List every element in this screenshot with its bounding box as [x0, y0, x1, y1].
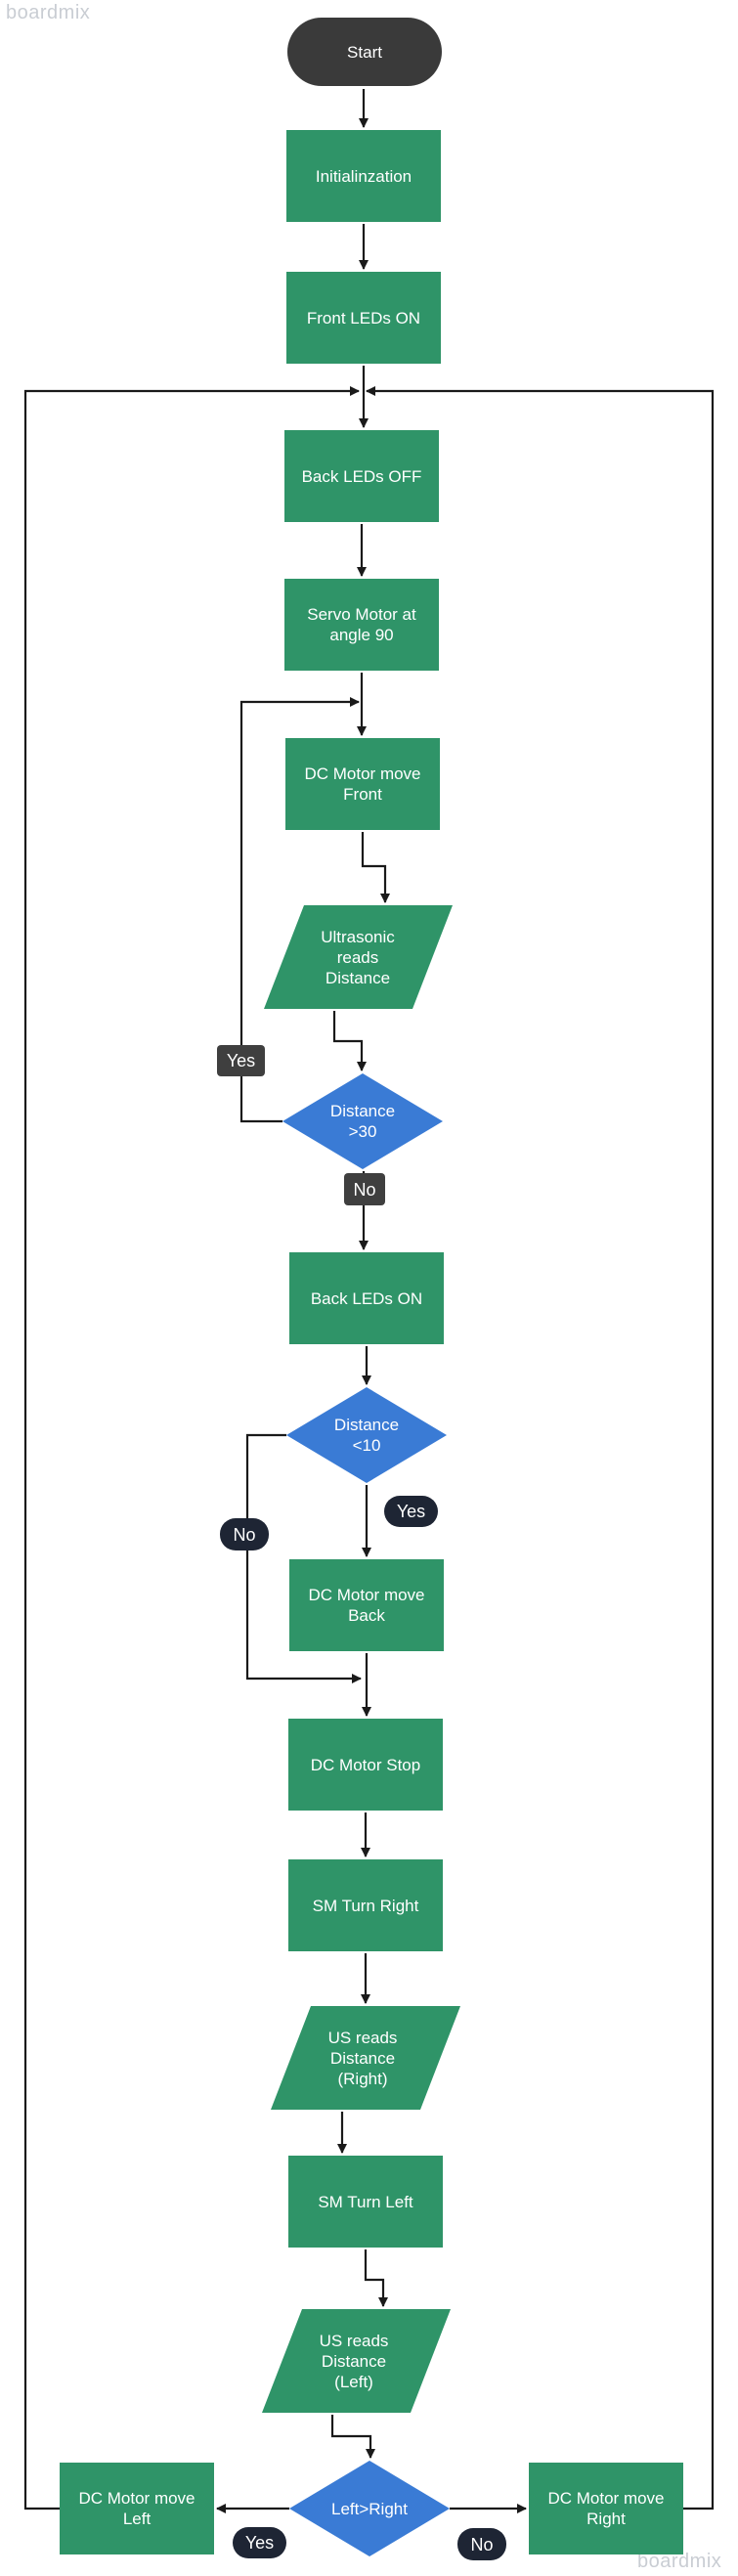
- back-leds-off-node: Back LEDs OFF: [284, 430, 439, 522]
- label-no-lt10-shape: [220, 1518, 269, 1550]
- left-gt-right-diamond: [289, 2461, 450, 2556]
- back-leds-on-text: Back LEDs ON: [310, 1288, 423, 1308]
- label-no-lt10: No: [220, 1518, 269, 1550]
- label-yes-gt30: Yes: [217, 1045, 265, 1076]
- connector-dcright-loop: [366, 386, 715, 2511]
- distance-gt-30-diamond: [282, 1073, 443, 1169]
- sm-turn-right-node: SM Turn Right: [288, 1859, 443, 1951]
- servo-90-text: Servo Motor at angle 90: [307, 605, 416, 644]
- servo-90-node: Servo Motor at angle 90: [284, 579, 439, 671]
- sm-turn-left-box: [288, 2156, 443, 2248]
- dc-stop-node: DC Motor Stop: [288, 1719, 443, 1811]
- front-leds-on-text: Front LEDs ON: [306, 308, 421, 327]
- us-reads-right-node: US reads Distance (Right): [292, 2006, 433, 2110]
- dc-back-text: DC Motor move Back: [308, 1586, 425, 1625]
- us-reads-right-parallelogram: [271, 2006, 460, 2110]
- label-no-lt10-text: No: [233, 1524, 256, 1545]
- start-terminal-text: Start: [347, 42, 382, 62]
- left-gt-right-node: Left>Right: [300, 2461, 439, 2556]
- sm-turn-right-box: [288, 1859, 443, 1951]
- label-yes-lt10: Yes: [384, 1496, 438, 1527]
- dc-left-box: [60, 2463, 214, 2554]
- initialization-box: [286, 130, 441, 222]
- us-reads-left-text: US reads Distance (Left): [319, 2331, 389, 2391]
- back-leds-off-box: [284, 430, 439, 522]
- label-no-lr: No: [457, 2528, 506, 2560]
- back-leds-on-box: [289, 1252, 444, 1344]
- dc-left-text: DC Motor move Left: [78, 2489, 195, 2528]
- label-yes-lr: Yes: [233, 2527, 286, 2558]
- ultrasonic-reads-parallelogram: [264, 905, 453, 1009]
- dc-back-box: [289, 1559, 444, 1651]
- back-leds-on-node: Back LEDs ON: [289, 1252, 444, 1344]
- sm-turn-left-text: SM Turn Left: [318, 2192, 413, 2211]
- initialization-node: Initialinzation: [286, 130, 441, 222]
- label-yes-lr-text: Yes: [244, 2533, 275, 2553]
- us-reads-right-text: US reads Distance (Right): [327, 2028, 398, 2088]
- connector-smleft-usleft: [364, 2249, 388, 2307]
- distance-lt-10-node: Distance <10: [297, 1387, 436, 1483]
- distance-gt-30-node: Distance >30: [293, 1073, 432, 1169]
- watermark-bottom-right: boardmix: [637, 2551, 722, 2572]
- connector-dcfront-ultrasonic: [361, 832, 390, 903]
- connector-usleft-leftgtright: [330, 2415, 375, 2459]
- label-yes-lr-shape: [233, 2527, 286, 2558]
- dc-left-node: DC Motor move Left: [60, 2463, 214, 2554]
- label-no-lr-shape: [457, 2528, 506, 2560]
- label-no-gt30-shape: [344, 1173, 385, 1205]
- left-gt-right-text: Left>Right: [331, 2499, 408, 2518]
- label-yes-gt30-text: Yes: [226, 1051, 256, 1070]
- back-leds-off-text: Back LEDs OFF: [301, 466, 422, 486]
- watermark-top-left: boardmix: [6, 2, 91, 23]
- label-yes-lt10-text: Yes: [396, 1502, 426, 1521]
- label-no-gt30-text: No: [353, 1179, 376, 1200]
- distance-gt-30-text: Distance >30: [329, 1102, 396, 1141]
- front-leds-on-node: Front LEDs ON: [286, 272, 441, 364]
- ultrasonic-reads-node: Ultrasonic reads Distance: [287, 905, 428, 1009]
- dc-stop-text: DC Motor Stop: [310, 1755, 421, 1774]
- start-terminal: Start: [287, 18, 442, 86]
- initialization-text: Initialinzation: [315, 166, 412, 186]
- dc-stop-box: [288, 1719, 443, 1811]
- front-leds-on-box: [286, 272, 441, 364]
- sm-turn-left-node: SM Turn Left: [288, 2156, 443, 2248]
- start-terminal-shape: [287, 18, 442, 86]
- connector-lt10-no-bypass: [245, 1433, 362, 1683]
- label-no-lr-text: No: [470, 2534, 494, 2554]
- dc-front-box: [285, 738, 440, 830]
- connector-ultrasonic-gt30: [332, 1011, 367, 1071]
- us-reads-left-parallelogram: [262, 2309, 451, 2413]
- servo-90-box: [284, 579, 439, 671]
- distance-lt-10-text: Distance <10: [333, 1416, 400, 1455]
- sm-turn-right-text: SM Turn Right: [312, 1896, 419, 1915]
- label-yes-gt30-shape: [217, 1045, 265, 1076]
- dc-right-text: DC Motor move Right: [547, 2489, 665, 2528]
- label-no-gt30: No: [344, 1173, 385, 1205]
- connector-gt30-yes-loop: [239, 697, 360, 1123]
- ultrasonic-reads-text: Ultrasonic reads Distance: [321, 927, 395, 987]
- connector-dcleft-loop: [23, 386, 360, 2511]
- dc-back-node: DC Motor move Back: [289, 1559, 444, 1651]
- distance-lt-10-diamond: [286, 1387, 447, 1483]
- us-reads-left-node: US reads Distance (Left): [283, 2309, 424, 2413]
- dc-right-box: [529, 2463, 683, 2554]
- label-yes-lt10-shape: [384, 1496, 438, 1527]
- dc-right-node: DC Motor move Right: [529, 2463, 683, 2554]
- dc-front-text: DC Motor move Front: [304, 764, 421, 804]
- dc-front-node: DC Motor move Front: [285, 738, 440, 830]
